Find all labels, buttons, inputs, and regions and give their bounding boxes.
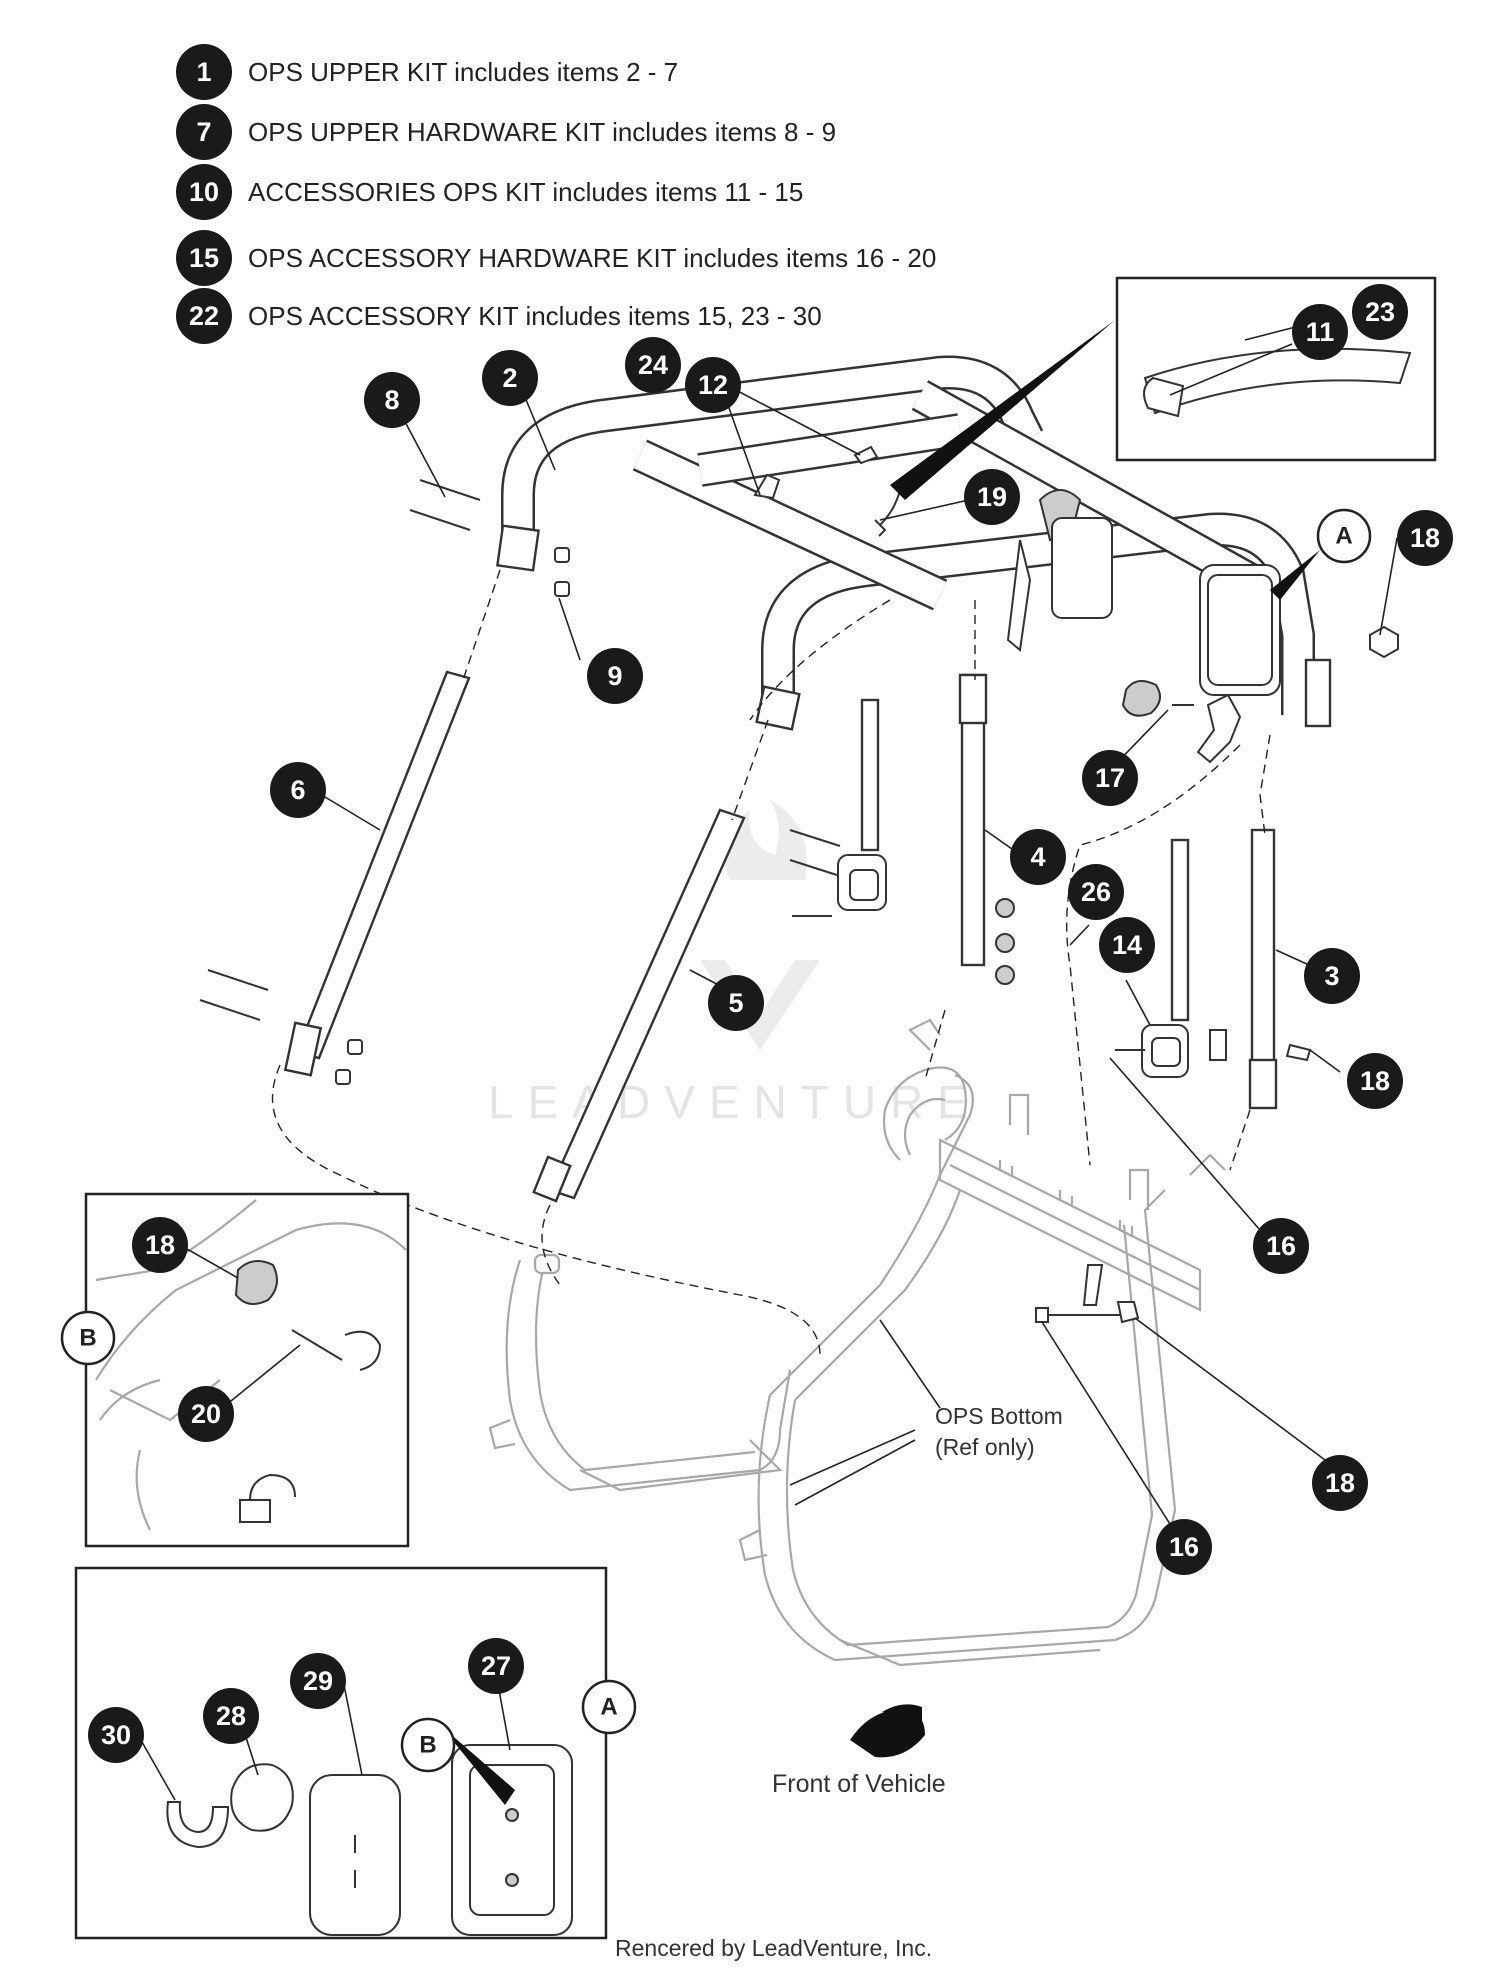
svg-text:28: 28 [216, 1701, 246, 1731]
callout-29: 29 [290, 1653, 346, 1709]
callouts: 2 8 24 12 19 23 11 18 9 6 4 17 26 14 3 5… [88, 284, 1453, 1763]
svg-text:B: B [79, 1325, 96, 1352]
callout-19: 19 [964, 469, 1020, 525]
svg-text:14: 14 [1112, 930, 1142, 960]
callout-23: 23 [1352, 284, 1408, 340]
callout-26: 26 [1068, 864, 1124, 920]
callout-16: 16 [1156, 1519, 1212, 1575]
svg-text:30: 30 [101, 1720, 131, 1750]
svg-text:B: B [419, 1732, 436, 1759]
svg-text:24: 24 [638, 350, 668, 380]
callout-18: 18 [1347, 1053, 1403, 1109]
callout-18: 18 [1397, 510, 1453, 566]
svg-text:A: A [1335, 523, 1352, 550]
leader-lines [137, 322, 1398, 1801]
svg-text:12: 12 [698, 370, 728, 400]
callout-18: 18 [1312, 1455, 1368, 1511]
kit-row-10: 10 ACCESSORIES OPS KIT includes items 11… [176, 164, 803, 220]
assembly-lines [271, 569, 1271, 1356]
front-of-vehicle-arrow [850, 1704, 925, 1758]
callout-3: 3 [1304, 948, 1360, 1004]
svg-text:2: 2 [502, 363, 517, 393]
callout-11: 11 [1292, 304, 1348, 360]
kit-number: 22 [189, 301, 219, 331]
ops-bottom-frame [488, 1018, 1226, 1667]
kit-description: OPS UPPER KIT includes items 2 - 7 [248, 57, 678, 87]
kit-description: ACCESSORIES OPS KIT includes items 11 - … [248, 177, 803, 207]
callout-14: 14 [1099, 917, 1155, 973]
detail-marker-a-inset: A [581, 1679, 637, 1735]
callout-20: 20 [178, 1386, 234, 1442]
svg-text:18: 18 [1360, 1066, 1390, 1096]
kit-number: 1 [196, 57, 211, 87]
kit-row-1: 1 OPS UPPER KIT includes items 2 - 7 [176, 44, 678, 100]
kit-description: OPS ACCESSORY HARDWARE KIT includes item… [248, 243, 936, 273]
ops-upper-frame [496, 355, 1332, 731]
svg-text:9: 9 [607, 661, 622, 691]
callout-27: 27 [468, 1638, 524, 1694]
kit-number: 7 [196, 117, 211, 147]
callout-17: 17 [1082, 750, 1138, 806]
ops-bottom-ref-label: (Ref only) [935, 1434, 1035, 1460]
svg-text:A: A [600, 1694, 617, 1721]
kit-number: 10 [189, 177, 219, 207]
rendered-by-credit: Rencered by LeadVenture, Inc. [615, 1935, 932, 1961]
svg-text:19: 19 [977, 482, 1007, 512]
svg-text:18: 18 [1410, 523, 1440, 553]
kit-description: OPS ACCESSORY KIT includes items 15, 23 … [248, 301, 822, 331]
callout-2: 2 [482, 350, 538, 406]
svg-text:3: 3 [1324, 961, 1339, 991]
vertical-posts [283, 670, 1278, 1203]
callout-9: 9 [587, 648, 643, 704]
detail-marker-b-inset: B [400, 1717, 456, 1773]
svg-text:26: 26 [1081, 877, 1111, 907]
callout-5: 5 [708, 975, 764, 1031]
svg-text:18: 18 [1325, 1468, 1355, 1498]
detail-inset-a [74, 1566, 608, 1940]
svg-text:5: 5 [728, 988, 743, 1018]
detail-markers: A B A B [60, 508, 1372, 1773]
svg-text:16: 16 [1266, 1231, 1296, 1261]
kit-description: OPS UPPER HARDWARE KIT includes items 8 … [248, 117, 836, 147]
detail-marker-b-left: B [60, 1310, 116, 1366]
callout-18: 18 [132, 1217, 188, 1273]
callout-6: 6 [270, 762, 326, 818]
callout-24: 24 [625, 337, 681, 393]
svg-text:17: 17 [1095, 763, 1125, 793]
svg-text:11: 11 [1306, 317, 1335, 347]
callout-12: 12 [685, 357, 741, 413]
svg-text:23: 23 [1365, 297, 1395, 327]
svg-text:4: 4 [1030, 842, 1045, 872]
svg-text:16: 16 [1169, 1532, 1199, 1562]
svg-text:20: 20 [191, 1399, 221, 1429]
hardware [199, 479, 1399, 1324]
kit-number: 15 [189, 243, 219, 273]
callout-30: 30 [88, 1707, 144, 1763]
svg-text:8: 8 [384, 385, 399, 415]
kit-legend: 1 OPS UPPER KIT includes items 2 - 7 7 O… [176, 44, 936, 344]
detail-marker-a-top: A [1316, 508, 1372, 564]
kit-row-7: 7 OPS UPPER HARDWARE KIT includes items … [176, 104, 836, 160]
svg-text:18: 18 [145, 1230, 175, 1260]
callout-4: 4 [1010, 829, 1066, 885]
text-labels: OPS Bottom (Ref only) Front of Vehicle R… [615, 1403, 1063, 1961]
kit-row-15: 15 OPS ACCESSORY HARDWARE KIT includes i… [176, 230, 936, 286]
svg-text:29: 29 [303, 1666, 333, 1696]
svg-text:6: 6 [290, 775, 305, 805]
callout-28: 28 [203, 1688, 259, 1744]
callout-8: 8 [364, 372, 420, 428]
front-of-vehicle-label: Front of Vehicle [772, 1770, 946, 1798]
callout-16: 16 [1253, 1218, 1309, 1274]
svg-text:27: 27 [481, 1651, 511, 1681]
kit-row-22: 22 OPS ACCESSORY KIT includes items 15, … [176, 288, 822, 344]
ops-bottom-label: OPS Bottom [935, 1403, 1063, 1429]
